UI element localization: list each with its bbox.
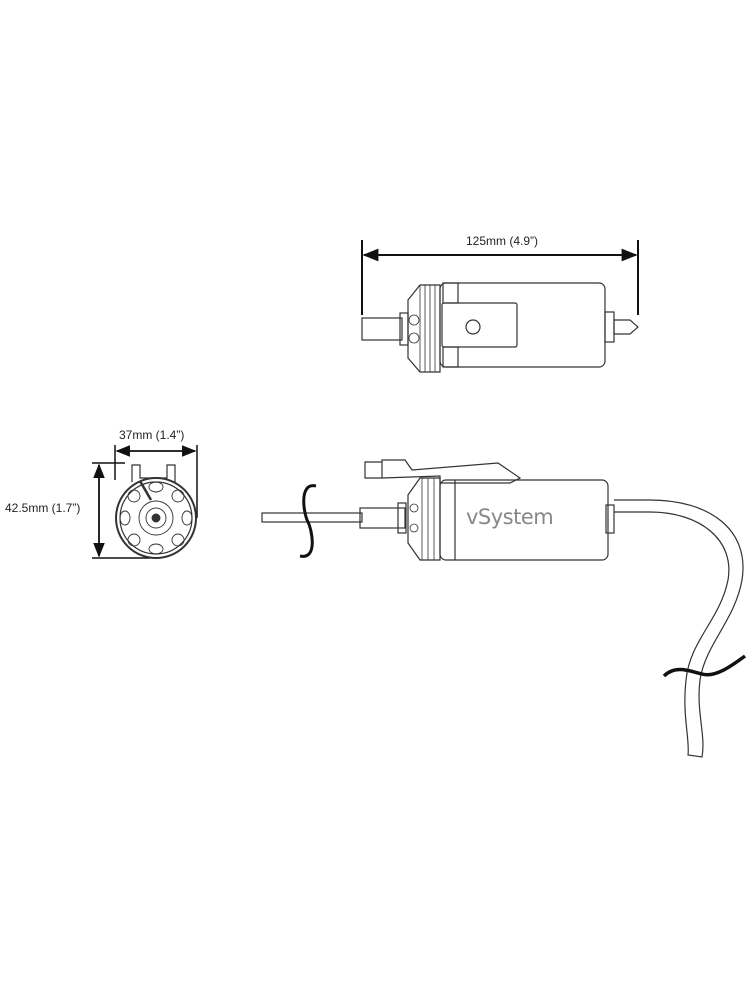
side-view	[261, 459, 747, 758]
break-symbol	[299, 484, 317, 558]
width-label: 37mm (1.4”)	[119, 428, 185, 442]
top-view	[361, 240, 639, 373]
length-label: 125mm (4.9”)	[466, 234, 539, 248]
brand-logo-text: vSystem	[466, 505, 554, 529]
height-label: 42.5mm (1.7”)	[5, 501, 81, 515]
break-symbol	[662, 654, 747, 678]
end-view	[92, 445, 198, 559]
cable-right	[614, 499, 744, 758]
